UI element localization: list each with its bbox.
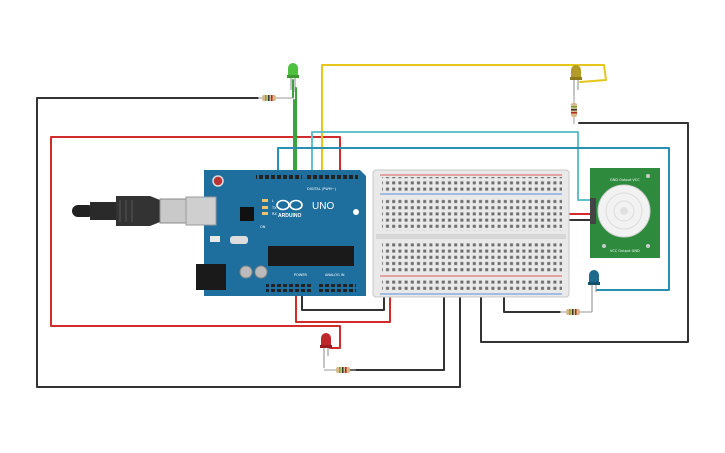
wire-black-red-led[interactable] [349, 283, 445, 371]
tx-led [262, 206, 268, 209]
tx-label: TX [271, 206, 277, 210]
resistor-blue-led[interactable] [560, 309, 592, 315]
analog-header [318, 284, 356, 292]
sensor-pins [590, 198, 596, 224]
atmega-chip [268, 246, 354, 266]
wire-black-gnd-breadboard[interactable] [301, 282, 385, 311]
arduino-infinity-icon [276, 199, 303, 211]
board-brand: ARDUINO [278, 213, 301, 219]
power-label: POWER [294, 273, 308, 277]
sensor-top-label: GND Output VCC [610, 178, 640, 182]
power-header [266, 284, 312, 292]
usb-b-port [185, 196, 217, 226]
wire-blue[interactable] [277, 147, 670, 291]
breadboard[interactable] [372, 169, 570, 298]
dc-barrel-jack [196, 264, 226, 290]
analog-label: ANALOG IN [325, 273, 345, 277]
terminal-strip-bottom[interactable] [382, 241, 562, 273]
digital-header-left [256, 173, 302, 181]
yellow-led[interactable] [570, 65, 582, 96]
sensor-bottom-label: VCC Output GND [610, 249, 640, 253]
wire-yellow[interactable] [321, 64, 607, 173]
capacitor-1 [239, 265, 253, 279]
usb-chip [240, 207, 254, 221]
center-channel [376, 234, 566, 239]
rx-led [262, 212, 268, 215]
blue-led[interactable] [588, 270, 600, 312]
pir-motion-sensor[interactable]: GND Output VCC VCC Output GND [590, 168, 660, 258]
crystal [230, 236, 248, 244]
top-power-rail[interactable] [382, 177, 562, 191]
green-led[interactable] [287, 63, 299, 92]
resistor-green-led[interactable] [258, 95, 294, 101]
resistor-yellow-led[interactable] [571, 96, 577, 124]
wire-green[interactable] [292, 79, 295, 173]
wire-red-5v-breadboard[interactable] [295, 282, 391, 323]
mount-hole [353, 209, 359, 215]
smd-part [210, 236, 220, 242]
terminal-strip-top[interactable] [382, 199, 562, 231]
wire-red-5v-loop[interactable] [50, 136, 341, 349]
bottom-power-rail[interactable] [382, 278, 562, 292]
board-model: UNO [312, 201, 334, 212]
usb-cable[interactable] [72, 196, 187, 226]
wire-cyan[interactable] [311, 131, 593, 201]
on-label: ON [260, 225, 266, 229]
arduino-uno-board[interactable]: L TX RX ON ARDUINO UNO DIGITAL (PWM~) PO… [185, 170, 366, 296]
capacitor-2 [254, 265, 268, 279]
digital-header-right [306, 173, 358, 181]
wire-black-outer-left[interactable] [36, 97, 461, 388]
wire-black-outer-right[interactable] [480, 122, 689, 343]
wires [36, 64, 689, 388]
rx-label: RX [272, 212, 277, 216]
reset-button[interactable] [212, 175, 224, 187]
digital-label: DIGITAL (PWM~) [307, 187, 337, 191]
red-led[interactable] [320, 333, 332, 368]
l-label: L [272, 199, 274, 203]
resistor-red-led[interactable] [324, 367, 356, 373]
l-led [262, 199, 268, 202]
